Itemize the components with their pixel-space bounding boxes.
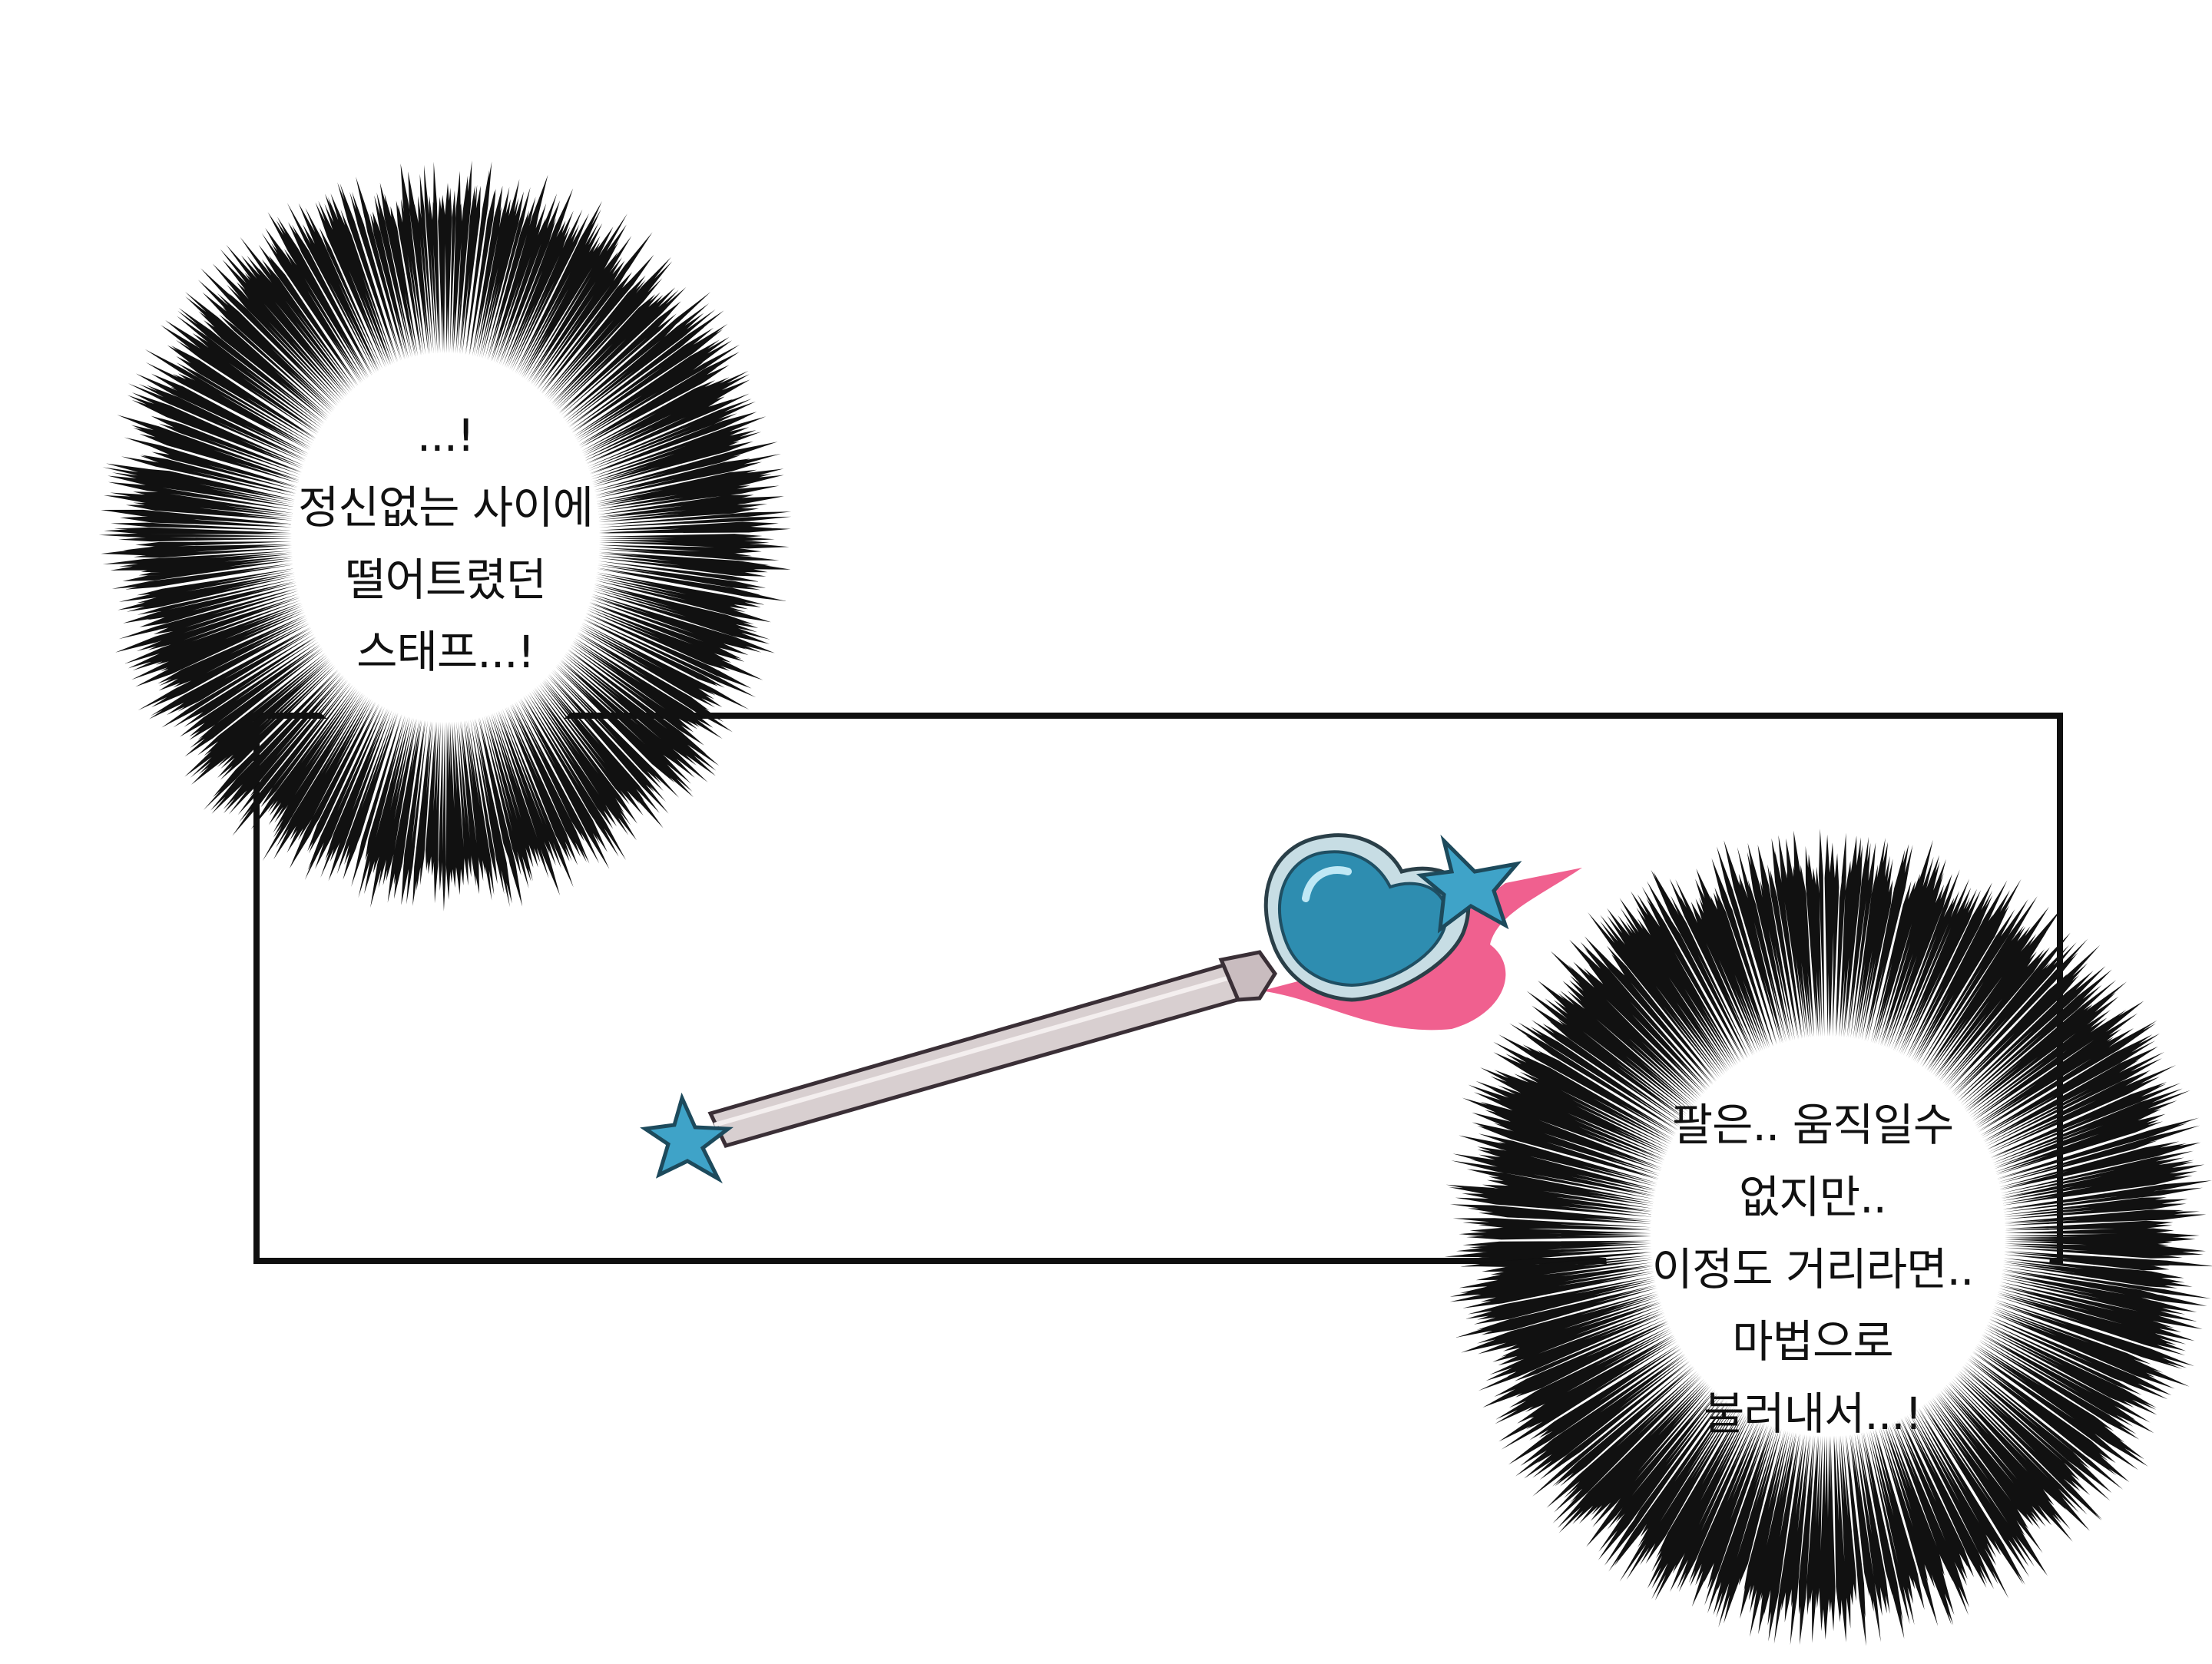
burst-spikes (1444, 829, 2212, 1646)
bubble-right-line: 불러내서...! (1703, 1388, 1922, 1440)
bubble-left-line: 스태프...! (356, 626, 535, 678)
bubble-left-line: ...! (416, 409, 475, 461)
bubble-right-line: 팔은.. 움직일수 (1671, 1099, 1954, 1151)
burst-right (1444, 829, 2212, 1646)
heart-gem-icon (1278, 850, 1449, 987)
burst-spikes (98, 160, 792, 911)
star-icon-top (1416, 834, 1522, 934)
bubble-right-line: 이정도 거리라면.. (1651, 1243, 1975, 1295)
bubble-right-line: 마법으로 (1732, 1315, 1893, 1368)
burst-left (98, 160, 792, 911)
bubble-left-line: 떨어트렸던 (345, 554, 547, 606)
star-icon-bottom (640, 1092, 734, 1184)
bubble-left-line: 정신없는 사이에 (298, 481, 594, 534)
bubble-right-line: 없지만.. (1739, 1171, 1887, 1223)
staff-shaft (707, 950, 1278, 1148)
